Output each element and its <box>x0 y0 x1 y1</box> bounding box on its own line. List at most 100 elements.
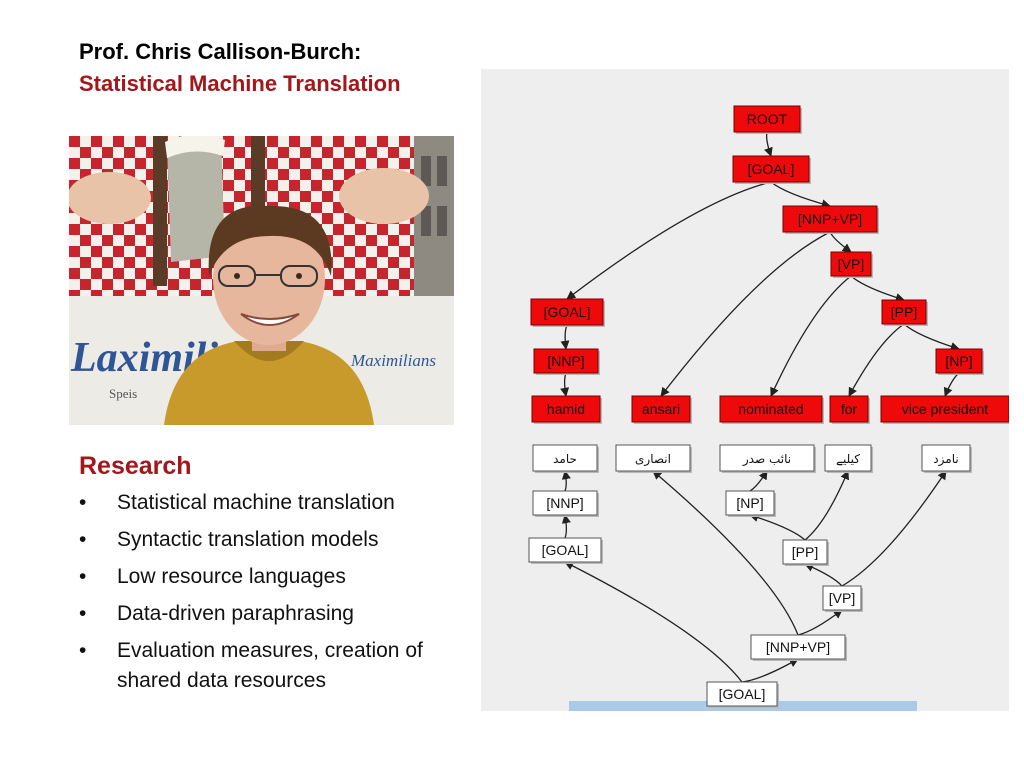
tree-edge-pp-to-np <box>903 323 960 351</box>
node-box <box>935 348 983 374</box>
statue-arm-left <box>69 172 151 224</box>
slide-title-name: Prof. Chris Callison-Burch: <box>79 39 362 64</box>
slide-title-subtitle: Statistical Machine Translation <box>79 71 401 96</box>
node-box <box>615 444 691 472</box>
research-heading: Research <box>79 452 192 480</box>
target-node-hamid: hamid <box>531 395 602 424</box>
node-box <box>733 105 801 133</box>
node-box <box>528 537 602 563</box>
source-node-np: [NP] <box>725 490 776 517</box>
node-box <box>782 539 828 565</box>
tree-edge-goal_top-to-nnp_vp <box>770 181 831 209</box>
tree-edge-nnp-to-hamid <box>560 372 570 397</box>
tree-edge-nnp_vp-to-ansari <box>660 231 831 397</box>
target-node-nnp: [NNP] <box>533 348 600 375</box>
tree-edge-s_nnp_vp-to-s_vp <box>797 609 843 636</box>
node-label: [GOAL] <box>542 542 589 558</box>
node-label: انصاری <box>635 452 671 467</box>
node-label: nominated <box>738 401 803 417</box>
slide-title-block: Prof. Chris Callison-Burch: Statistical … <box>79 36 401 100</box>
tree-edge-s_np-to-s_w_naib_sadr <box>749 470 768 492</box>
bullet-point: • <box>79 491 87 514</box>
node-label: for <box>841 401 858 417</box>
tree-edge-s_vp-to-s_pp <box>804 563 843 587</box>
target-node-root: ROOT <box>733 105 802 134</box>
research-item: •Evaluation measures, creation of shared… <box>79 636 479 696</box>
research-item-text: Low resource languages <box>117 565 346 588</box>
node-label: نائب صدر <box>742 452 791 467</box>
yellow-hoodie <box>164 341 374 425</box>
node-box <box>533 348 599 374</box>
bullet-point: • <box>79 528 87 551</box>
node-label: [NNP+VP] <box>798 211 862 227</box>
tree-edge-root-to-goal_top <box>764 131 773 157</box>
node-label: نامزد <box>933 452 958 467</box>
source-node-goal-left: [GOAL] <box>528 537 603 564</box>
hair <box>208 205 332 276</box>
node-label: [NP] <box>945 353 972 369</box>
smile <box>240 313 300 326</box>
node-label: ansari <box>642 401 680 417</box>
tree-edge-nnp_vp-to-vp <box>829 231 852 253</box>
bullet-point: • <box>79 639 87 662</box>
target-node-goal-top: [GOAL] <box>732 155 811 184</box>
node-label: [NNP+VP] <box>766 639 830 655</box>
research-item-text: Data-driven paraphrasing <box>117 602 354 625</box>
research-item: • Low resource languages <box>79 562 479 592</box>
tree-edge-s_nnp_vp-to-s_w_ansari <box>652 470 799 636</box>
target-node-vice-president: vice president <box>880 395 1009 424</box>
tree-edge-s_pp-to-s_np <box>749 513 806 541</box>
bullet-point: • <box>79 565 87 588</box>
node-box <box>532 490 598 516</box>
target-node-for: for <box>829 395 870 424</box>
node-box <box>532 444 598 472</box>
tree-edge-pp-to-for <box>848 323 905 397</box>
research-item-text: Syntactic translation models <box>117 528 379 551</box>
target-node-goal-left: [GOAL] <box>530 298 605 327</box>
node-label: [NNP] <box>547 353 584 369</box>
statue-arm-right <box>339 168 429 224</box>
node-box <box>824 444 872 472</box>
research-item: • Statistical machine translation <box>79 488 479 518</box>
tree-edge-vp-to-pp <box>850 275 905 302</box>
node-label: [GOAL] <box>719 686 766 702</box>
translation-tree-svg: ROOT [GOAL] [NNP+VP] [VP] [GOAL] [PP] [NNP] [NP… <box>528 105 1009 711</box>
node-box <box>719 444 815 472</box>
node-box <box>631 395 691 423</box>
tree-edge-s_pp-to-s_w_keliye <box>804 470 850 541</box>
tree-edge-vp-to-nominated <box>770 275 852 397</box>
node-label: vice president <box>902 401 988 417</box>
node-label: کیلیے <box>836 452 860 466</box>
source-node-w-hamid: حامد <box>532 444 599 473</box>
node-box <box>706 681 778 707</box>
tree-edge-np-to-vice_president <box>943 372 960 397</box>
translation-tree-diagram: ROOT [GOAL] [NNP+VP] [VP] [GOAL] [PP] [NNP] [NP… <box>481 69 1009 711</box>
target-node-np: [NP] <box>935 348 984 375</box>
node-box <box>750 634 846 660</box>
node-box <box>782 205 878 233</box>
tree-edge-s_vp-to-s_w_namzad <box>841 470 947 587</box>
node-label: hamid <box>547 401 585 417</box>
source-node-goal-bottom: [GOAL] <box>706 681 779 708</box>
research-item-text: Statistical machine translation <box>117 491 395 514</box>
node-label: ROOT <box>747 111 788 127</box>
node-box <box>829 395 869 423</box>
node-label: [NNP] <box>546 495 583 511</box>
tree-edge-s_goal_bottom-to-s_nnp_vp <box>741 658 799 683</box>
node-label: [PP] <box>792 544 818 560</box>
bullet-point: • <box>79 602 87 625</box>
node-box <box>822 585 862 611</box>
research-list: • Statistical machine translation • Syntac… <box>79 488 479 696</box>
node-label: [VP] <box>829 590 855 606</box>
target-node-pp: [PP] <box>881 299 928 326</box>
node-box <box>881 299 927 325</box>
node-label: [VP] <box>838 256 864 272</box>
node-box <box>530 298 604 326</box>
sign-text-small: Speis <box>109 386 137 401</box>
research-item: • Data-driven paraphrasing <box>79 599 479 629</box>
research-item: • Syntactic translation models <box>79 525 479 555</box>
node-label: [GOAL] <box>544 304 591 320</box>
target-node-vp: [VP] <box>830 251 873 278</box>
node-label: [GOAL] <box>748 161 795 177</box>
beer-mug <box>167 138 225 262</box>
